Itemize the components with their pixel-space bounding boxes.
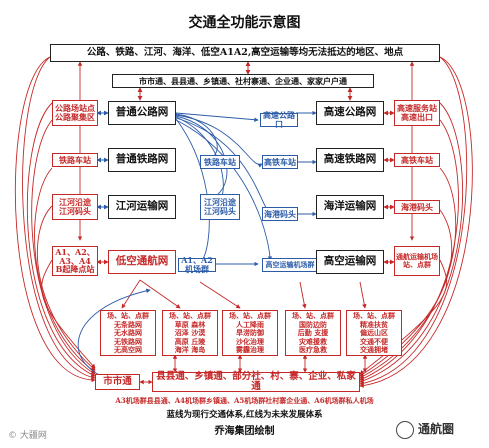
cell-line: 国防边防 xyxy=(299,319,327,329)
cell-title: 场、站、点群 xyxy=(169,311,211,320)
cell-line: 偏远山区 xyxy=(360,328,388,338)
general-aviation-airport-box: 通航运输机场 站、点群 xyxy=(394,246,440,276)
application-cell: 场、站、点群国防边防后勤 支援灾难援救医疗急救 xyxy=(285,310,341,356)
highway-service-box: 高速服务站 高速出口 xyxy=(394,100,440,126)
cell-title: 场、站、点群 xyxy=(229,311,271,320)
highway-entry-box: 高速公路口 xyxy=(260,111,298,128)
mid-sea-port-box: 海港码头 xyxy=(262,207,298,221)
hs-rail-network: 高速铁路网 xyxy=(316,148,384,172)
watermark-right: 通航圈 xyxy=(396,420,454,439)
cell-line: 草原 森林 xyxy=(174,319,206,329)
page-title: 交通全功能示意图 xyxy=(188,15,301,31)
cell-title: 场、站、点群 xyxy=(353,311,395,320)
a1a2-airport-box: A1、A2机场群 xyxy=(178,256,216,273)
lowair-a-label: A1、A2、A3、A4 xyxy=(55,246,95,266)
cell-line: 灾难援救 xyxy=(299,336,327,346)
cell-line: 海洋 海岛 xyxy=(174,345,206,355)
right-hs-station-box: 高铁车站 xyxy=(394,153,440,167)
road-station-box: 公路场站点 公路聚集区 xyxy=(52,100,98,126)
cell-title: 场、站、点群 xyxy=(107,311,149,320)
cell-line: 高原 丘陵 xyxy=(174,336,206,346)
left-river-box: 江河沿途 江河码头 xyxy=(52,194,98,220)
mid-river-route-label: 江河沿途 xyxy=(204,197,236,208)
mid-river-port-label: 江河码头 xyxy=(204,206,236,216)
mid-rail-station-box: 铁路车站 xyxy=(200,155,240,169)
watermark-right-text: 通航圈 xyxy=(418,422,455,436)
city-link-box: 市市通 xyxy=(95,374,140,390)
highway-exit-label: 高速出口 xyxy=(401,112,433,122)
county-link-box: 县县通、乡镇通、部分社、村、寨、企业、私家通 xyxy=(152,371,360,392)
river-transport-network: 江河运输网 xyxy=(108,195,176,219)
left-red-loops xyxy=(14,56,96,383)
legend-note: 蓝线为现行交通体系,红线为未来发展体系 xyxy=(166,410,323,420)
cell-line: 旱涝防御 xyxy=(236,328,264,338)
application-cell: 场、站、点群草原 森林沼泽 沙漠高原 丘陵海洋 海岛 xyxy=(162,310,218,356)
right-sea-port-box: 海港码头 xyxy=(394,200,440,214)
cell-line: 无高空网 xyxy=(114,345,142,355)
application-cell: 场、站、点群无条路网无水路网无铁路网无高空网 xyxy=(100,310,156,356)
road-station-label: 公路场站点 xyxy=(55,103,95,114)
cell-line: 无水路网 xyxy=(114,328,142,338)
top-banner: 公路、铁路、江河、海洋、低空A1A2,高空运输等均无法抵达的地区、地点 xyxy=(50,44,440,62)
credit-note: 乔海集团绘制 xyxy=(214,426,275,437)
highway-network: 高速公路网 xyxy=(316,101,384,125)
sub-banner: 市市通、县县通、乡镇通、社村寨通、企业通、家家户户通 xyxy=(112,74,374,88)
cell-line: 医疗急救 xyxy=(299,345,327,355)
cell-line: 人工降雨 xyxy=(236,319,264,329)
service-area-label: 高速服务站 xyxy=(397,103,437,114)
ordinary-rail-network: 普通铁路网 xyxy=(108,148,176,172)
hi-air-airport-box: 高空运输机场群 xyxy=(262,258,318,272)
river-route-label: 江河沿途 xyxy=(59,197,91,208)
cell-line: 无条路网 xyxy=(114,319,142,329)
application-cell: 场、站、点群人工降雨旱涝防御沙化治理雾霾治理 xyxy=(222,310,278,356)
watermark-glyph-icon xyxy=(396,420,414,439)
airport-group-note: A3机场群县县通、A4机场群乡镇通、A5机场群社村寨企业通、A6机场群私人机场 xyxy=(115,396,374,405)
cell-line: 无铁路网 xyxy=(114,336,142,346)
mid-river-box: 江河沿途 江河码头 xyxy=(200,194,240,220)
road-network-blue-fan xyxy=(175,110,317,265)
application-cell: 场、站、点群精准扶贫偏远山区交通不便交通拥堵 xyxy=(346,310,402,356)
cell-line: 交通不便 xyxy=(360,336,388,346)
mid-hs-station-box: 高铁车站 xyxy=(262,155,298,169)
cell-line: 交通拥堵 xyxy=(360,345,388,355)
low-altitude-network: 低空通航网 xyxy=(108,250,176,274)
cell-line: 雾霾治理 xyxy=(236,345,264,355)
cell-line: 精准扶贫 xyxy=(360,319,388,329)
cell-line: 沙化治理 xyxy=(236,336,264,346)
ordinary-road-network: 普通公路网 xyxy=(108,101,176,125)
lowair-station-box: A1、A2、A3、A4 B起降点站 xyxy=(52,246,98,276)
cell-line: 沼泽 沙漠 xyxy=(174,328,206,338)
high-altitude-network: 高空运输网 xyxy=(316,250,384,274)
road-hub-label: 公路聚集区 xyxy=(55,112,95,122)
aviation-station-label: 站、点群 xyxy=(403,260,431,269)
cell-title: 场、站、点群 xyxy=(292,311,334,320)
cell-line: 后勤 支援 xyxy=(297,328,329,338)
river-port-label: 江河码头 xyxy=(59,206,91,216)
watermark-left: © 大疆网 xyxy=(8,431,47,441)
lowair-b-label: B起降点站 xyxy=(55,264,95,275)
aviation-airport-label: 通航运输机场 xyxy=(396,252,438,262)
sea-transport-network: 海洋运输网 xyxy=(316,195,384,219)
left-rail-station-box: 铁路车站 xyxy=(52,153,98,167)
